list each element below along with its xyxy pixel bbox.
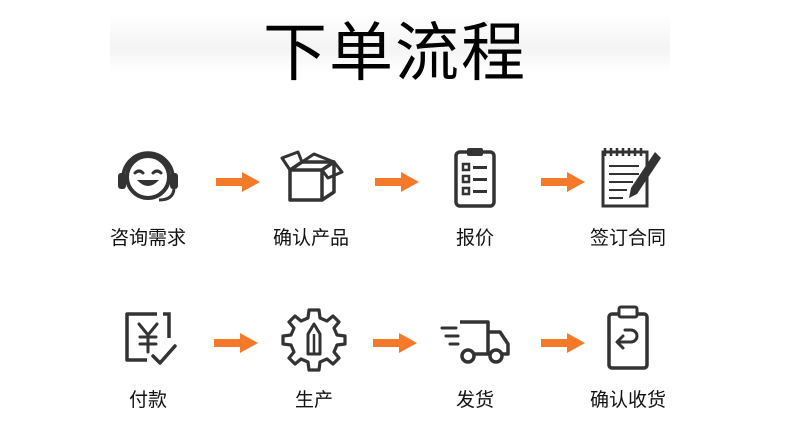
step-sign-contract: 签订合同 (558, 142, 698, 250)
headset-smile-icon (118, 151, 178, 202)
step-shipping: 发货 (405, 304, 545, 412)
step-label: 签订合同 (589, 227, 666, 249)
step-quote: 报价 (405, 142, 545, 250)
open-box-icon (280, 150, 344, 202)
yen-payment-icon (125, 312, 177, 365)
arrow-right-icon (216, 172, 260, 192)
gear-production-icon (281, 308, 347, 372)
arrow-right-icon (541, 172, 585, 192)
step-production: 生产 (244, 304, 384, 412)
step-label: 确认收货 (589, 389, 666, 411)
delivery-truck-icon (440, 320, 510, 364)
notepad-pen-icon (601, 148, 661, 208)
step-payment: 付款 (78, 304, 218, 412)
step-label: 报价 (455, 227, 494, 249)
step-consult: 咨询需求 (78, 142, 218, 250)
arrow-right-icon (214, 333, 258, 353)
arrow-right-icon (375, 172, 419, 192)
step-label: 发货 (455, 389, 494, 411)
step-label: 付款 (128, 389, 167, 411)
return-clipboard-icon (607, 305, 649, 370)
arrow-right-icon (541, 333, 585, 353)
step-confirm-receipt: 确认收货 (558, 304, 698, 412)
step-label: 咨询需求 (109, 227, 186, 249)
step-label: 生产 (294, 389, 333, 411)
arrow-right-icon (373, 333, 417, 353)
title-background (110, 14, 670, 72)
clipboard-checklist-icon (454, 148, 496, 208)
step-label: 确认产品 (272, 227, 349, 249)
page-title: 下单流程 (263, 17, 527, 91)
step-confirm-product: 确认产品 (241, 142, 381, 250)
